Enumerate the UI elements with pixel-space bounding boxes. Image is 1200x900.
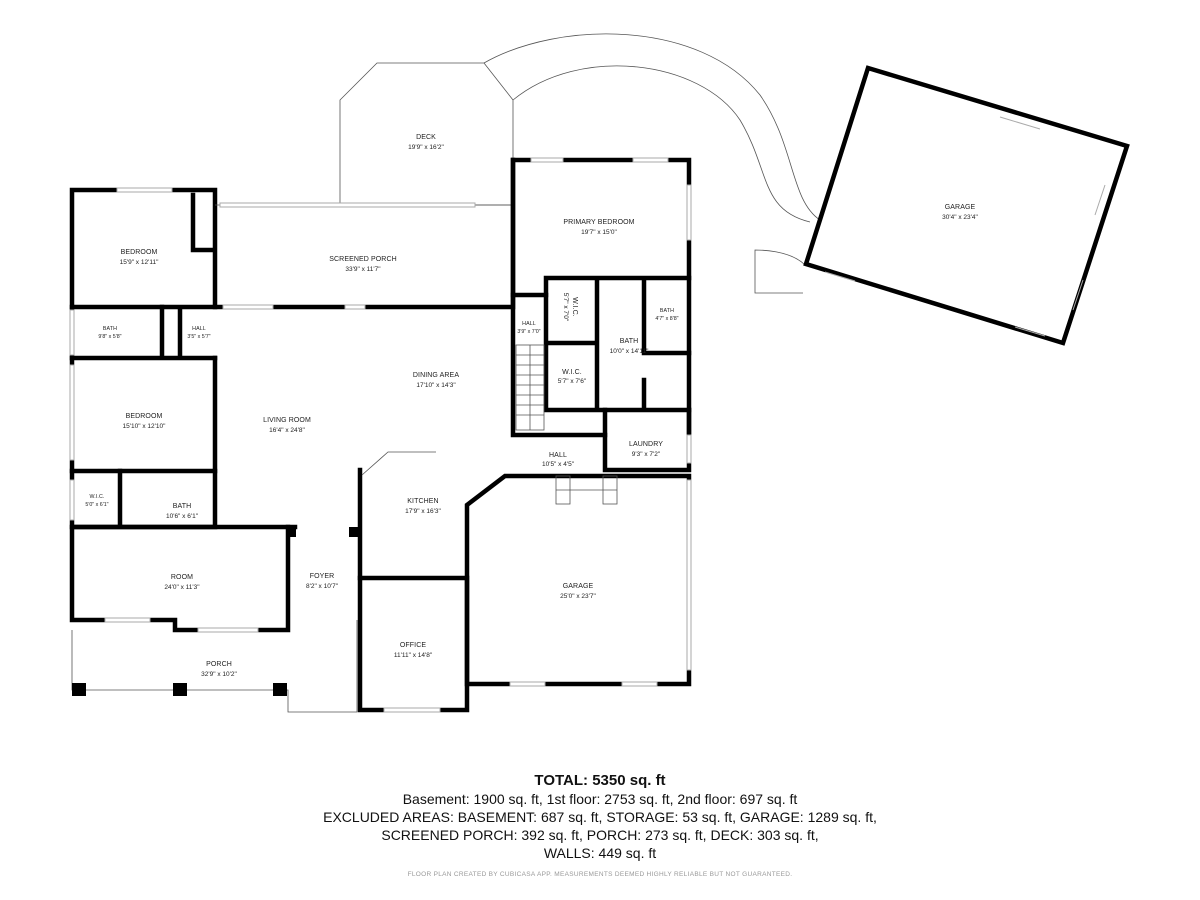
bath-primary-label: BATH bbox=[620, 338, 639, 345]
wic-vertical-label: W.I.C. bbox=[571, 297, 578, 317]
attached-garage-dims: 25'0" x 23'7" bbox=[560, 593, 596, 600]
bath-left-label: BATH bbox=[173, 503, 192, 510]
deck-label: DECK bbox=[416, 134, 436, 141]
detached-garage-walls bbox=[803, 65, 1130, 346]
hall-walls bbox=[510, 292, 608, 438]
office-label: OFFICE bbox=[400, 642, 426, 649]
disclaimer-footer: FLOOR PLAN CREATED BY CUBICASA APP. MEAS… bbox=[407, 871, 793, 878]
porch-label: PORCH bbox=[206, 661, 232, 668]
wic-left-dims: 5'0" x 6'1" bbox=[85, 502, 108, 508]
foyer-dims: 8'2" x 10'7" bbox=[306, 583, 339, 590]
primary-bedroom-label: PRIMARY BEDROOM bbox=[563, 219, 634, 226]
detached-garage-window bbox=[999, 116, 1041, 130]
windows bbox=[69, 157, 692, 713]
wic-mid-label: W.I.C. bbox=[562, 369, 582, 376]
screened-porch-label: SCREENED PORCH bbox=[329, 256, 397, 263]
kitchen-label: KITCHEN bbox=[407, 498, 438, 505]
bedroom-1-dims: 15'9" x 12'11" bbox=[120, 259, 159, 266]
dining-area-label: DINING AREA bbox=[413, 372, 459, 379]
living-room-dims: 16'4" x 24'8" bbox=[269, 427, 305, 434]
excluded-areas-1: EXCLUDED AREAS: BASEMENT: 687 sq. ft, ST… bbox=[323, 809, 877, 825]
primary-bedroom-walls bbox=[510, 157, 692, 438]
driveway-inner bbox=[512, 65, 811, 223]
detached-garage-window bbox=[1094, 184, 1106, 216]
bath-small-label: BATH bbox=[103, 326, 117, 332]
bedroom-2-dims: 15'10" x 12'10" bbox=[123, 423, 167, 430]
bath-small-dims: 9'8" x 5'8" bbox=[98, 334, 121, 340]
hall-upper-label: HALL bbox=[522, 321, 536, 327]
floor-areas: Basement: 1900 sq. ft, 1st floor: 2753 s… bbox=[402, 791, 798, 807]
detached-garage-window bbox=[1014, 326, 1046, 337]
closet-wall bbox=[190, 192, 214, 253]
kitchen-island bbox=[361, 451, 436, 476]
kitchen-dims: 17'9" x 16'3" bbox=[405, 508, 441, 515]
wic-vertical-dims: 5'7" x 7'0" bbox=[562, 293, 569, 322]
stairs bbox=[515, 344, 545, 431]
living-room-label: LIVING ROOM bbox=[263, 417, 311, 424]
hall-mid-dims: 10'5" x 4'5" bbox=[542, 461, 575, 468]
screened-porch-dims: 33'9" x 11'7" bbox=[345, 266, 381, 273]
dining-area-dims: 17'10" x 14'3" bbox=[416, 382, 456, 389]
area-summary: TOTAL: 5350 sq. ft Basement: 1900 sq. ft… bbox=[0, 772, 1200, 862]
column bbox=[349, 527, 358, 537]
detached-garage-dims: 30'4" x 23'4" bbox=[942, 214, 978, 221]
wic-mid-dims: 5'7" x 7'6" bbox=[558, 378, 587, 385]
bath-right-dims: 4'7" x 8'8" bbox=[655, 316, 678, 322]
bath-left-dims: 10'6" x 6'1" bbox=[166, 513, 199, 520]
hall-upper-dims: 3'9" x 7'0" bbox=[517, 329, 540, 335]
primary-bedroom-dims: 19'7" x 15'0" bbox=[581, 229, 617, 236]
porch-dims: 32'9" x 10'2" bbox=[201, 671, 237, 678]
room-dims: 24'0" x 11'3" bbox=[164, 584, 200, 591]
laundry-dims: 9'3" x 7'2" bbox=[632, 451, 661, 458]
office-dims: 11'11" x 14'8" bbox=[394, 652, 433, 659]
detached-garage-label: GARAGE bbox=[945, 204, 976, 211]
room-label: ROOM bbox=[171, 574, 193, 581]
total-area: TOTAL: 5350 sq. ft bbox=[534, 772, 666, 789]
attached-garage-label: GARAGE bbox=[563, 583, 594, 590]
driveway-outline bbox=[483, 33, 821, 294]
detached-garage-window bbox=[1072, 279, 1084, 311]
primary-bath-walls bbox=[543, 275, 692, 413]
foyer-label: FOYER bbox=[310, 573, 335, 580]
walls-area: WALLS: 449 sq. ft bbox=[543, 845, 657, 861]
hall-small-dims: 3'5" x 5'7" bbox=[187, 334, 210, 340]
deck-dims: 19'9" x 16'2" bbox=[408, 144, 444, 151]
hall-small-label: HALL bbox=[192, 326, 206, 332]
detached-garage-window bbox=[824, 271, 856, 282]
hall-mid-label: HALL bbox=[549, 452, 567, 459]
bath-right-label: BATH bbox=[660, 308, 674, 314]
laundry-label: LAUNDRY bbox=[629, 441, 663, 448]
porch-outline bbox=[71, 620, 358, 713]
bedroom-1-label: BEDROOM bbox=[121, 249, 158, 256]
bath-hall-walls bbox=[69, 304, 218, 361]
floor-plan: DECK 19'9" x 16'2" PRIMARY BEDROOM 19'7"… bbox=[69, 33, 1130, 713]
excluded-areas-2: SCREENED PORCH: 392 sq. ft, PORCH: 273 s… bbox=[381, 827, 819, 843]
bath-primary-dims: 10'0" x 14'11" bbox=[610, 348, 649, 355]
laundry-walls bbox=[602, 407, 692, 473]
attached-garage-walls bbox=[464, 473, 692, 687]
column bbox=[287, 527, 296, 537]
wic-left-label: W.I.C. bbox=[89, 494, 104, 500]
screened-porch-walls bbox=[212, 157, 516, 310]
bedroom-2-label: BEDROOM bbox=[126, 413, 163, 420]
garage-steps bbox=[555, 475, 618, 505]
